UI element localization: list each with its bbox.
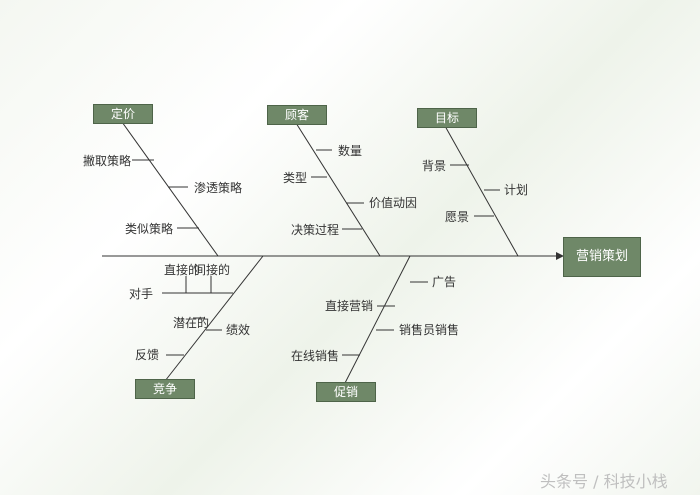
- cause-competition-rival: 对手: [129, 287, 154, 301]
- effect-box: 营销策划: [563, 237, 641, 277]
- cause-goal-background: 背景: [422, 159, 447, 173]
- cause-pricing-skimming: 撇取策略: [83, 154, 132, 168]
- category-competition: 竞争: [135, 379, 195, 399]
- cause-competition-indirect: 间接的: [194, 263, 231, 277]
- bone-goal: [444, 125, 519, 257]
- cause-pricing-similar: 类似策略: [125, 222, 174, 236]
- category-goal: 目标: [417, 108, 477, 128]
- bone-promotion: [344, 255, 411, 384]
- cause-customer-type: 类型: [283, 171, 308, 185]
- cause-competition-potential: 潜在的: [173, 316, 210, 330]
- category-pricing: 定价: [93, 104, 153, 124]
- cause-customer-value: 价值动因: [369, 196, 418, 210]
- cause-promotion-ads: 广告: [432, 275, 457, 289]
- cause-promotion-online: 在线销售: [291, 349, 340, 363]
- cause-competition-performance: 绩效: [226, 323, 251, 337]
- watermark: 头条号 / 科技小栈: [540, 472, 668, 491]
- cause-customer-quantity: 数量: [338, 144, 363, 158]
- bone-customer: [295, 122, 381, 257]
- category-promotion: 促销: [316, 382, 376, 402]
- bone-pricing: [121, 121, 219, 257]
- bone-competition: [164, 255, 264, 382]
- cause-goal-plan: 计划: [504, 183, 529, 197]
- cause-pricing-penetration: 渗透策略: [194, 181, 243, 195]
- category-customer: 顾客: [267, 105, 327, 125]
- cause-competition-direct: 直接的: [164, 263, 201, 277]
- cause-customer-decision: 决策过程: [291, 223, 340, 237]
- cause-promotion-direct: 直接营销: [325, 299, 374, 313]
- cause-promotion-salesperson: 销售员销售: [399, 323, 460, 337]
- cause-competition-feedback: 反馈: [135, 348, 160, 362]
- cause-goal-vision: 愿景: [445, 210, 470, 224]
